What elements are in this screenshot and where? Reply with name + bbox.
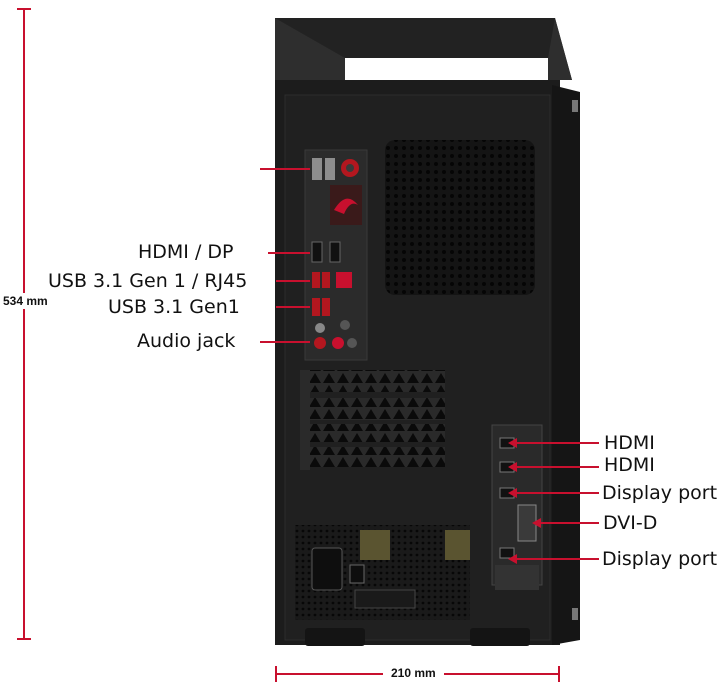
power-socket [311, 547, 343, 591]
callout-top-io [260, 168, 310, 170]
top-handle [275, 18, 572, 80]
height-dimension-line [23, 8, 25, 640]
label-usb-rj45: USB 3.1 Gen 1 / RJ45 [48, 270, 248, 292]
label-hdmi-2: HDMI [604, 454, 655, 476]
label-display-port-1: Display port [602, 482, 718, 504]
label-hdmi-dp: HDMI / DP [138, 241, 234, 263]
rear-fan-mesh [385, 140, 535, 295]
callout-dp-1 [516, 492, 599, 494]
expansion-slot [310, 398, 445, 420]
callout-hdmi-dp [268, 252, 310, 254]
width-label: 210 mm [383, 667, 444, 679]
expansion-slot [310, 370, 445, 392]
callout-dvi [540, 522, 599, 524]
callout-hdmi-2 [516, 466, 599, 468]
callout-hdmi-1 [516, 442, 599, 444]
label-usb-gen1: USB 3.1 Gen1 [108, 296, 240, 318]
label-display-port-2: Display port [602, 548, 718, 570]
callout-usb-gen1 [276, 306, 310, 308]
height-label: 534 mm [3, 293, 48, 309]
callout-dp-2 [516, 558, 599, 560]
callout-usb-rj45 [276, 280, 310, 282]
label-hdmi-1: HDMI [604, 432, 655, 454]
label-dvi-d: DVI-D [603, 512, 658, 534]
label-audio-jack: Audio jack [137, 330, 236, 352]
expansion-slot [310, 447, 445, 467]
callout-audio [260, 341, 310, 343]
expansion-slot [310, 424, 445, 442]
